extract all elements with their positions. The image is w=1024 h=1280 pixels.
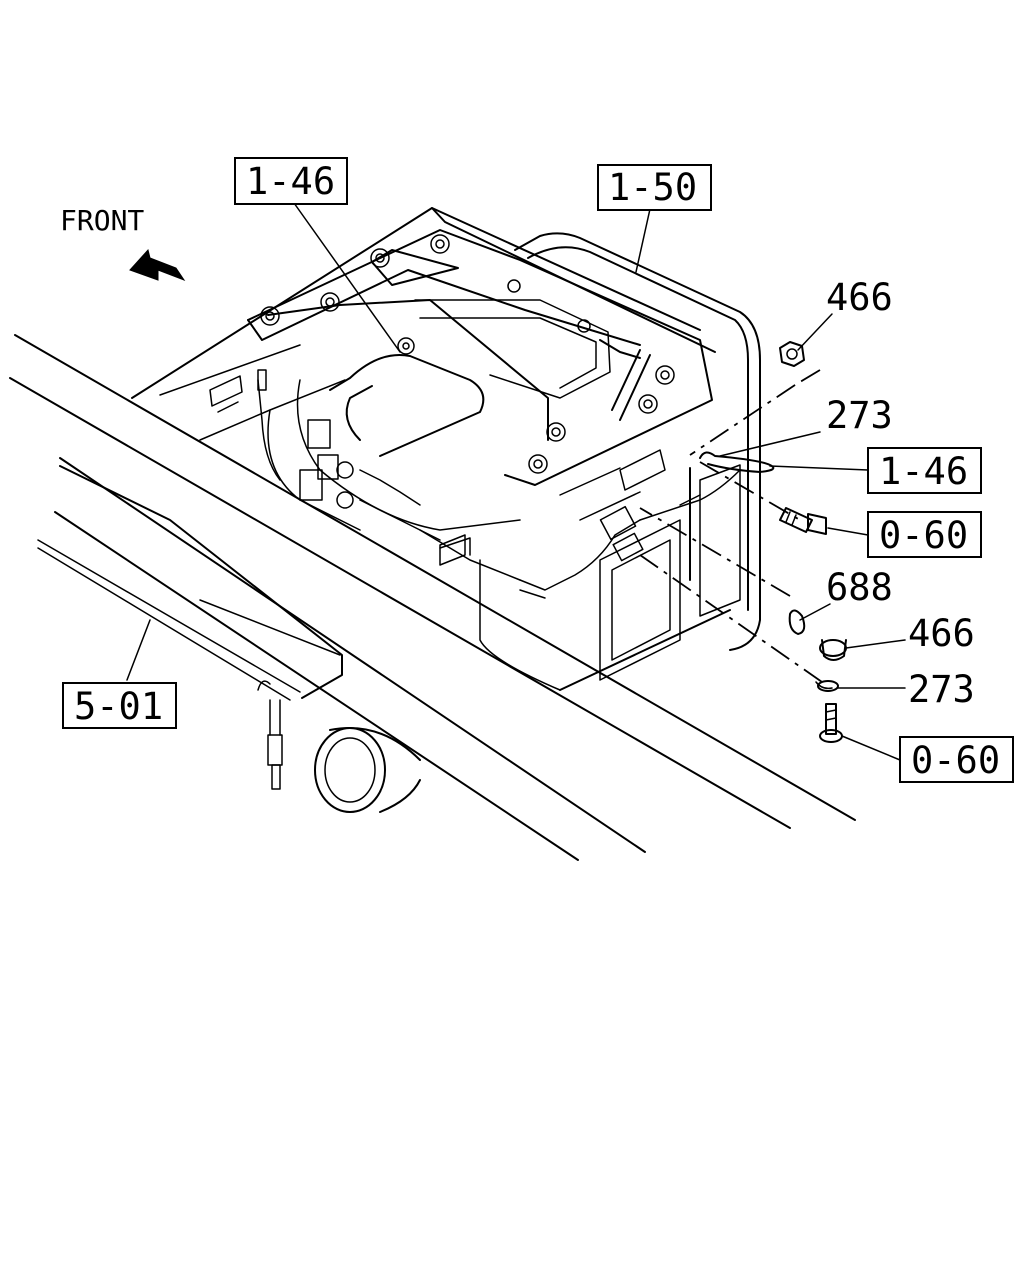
washer-273-bottom (815, 680, 839, 692)
nut-466-top (779, 341, 805, 367)
label-273-top: 273 (826, 394, 893, 437)
callout-1-46-right[interactable]: 1-46 (867, 447, 982, 494)
mounting-bracket (131, 207, 716, 486)
callout-5-01-text: 5-01 (74, 685, 163, 728)
inner-components (209, 354, 741, 599)
tank-body (479, 232, 761, 691)
extension-lines (639, 369, 823, 683)
label-466-top: 466 (826, 276, 893, 319)
bolt-0-60-bottom (819, 703, 843, 743)
nut-466-bottom (819, 639, 847, 661)
clip-688 (788, 609, 806, 635)
label-273-bottom: 273 (908, 668, 975, 711)
callout-1-46-top[interactable]: 1-46 (234, 157, 348, 205)
label-688: 688 (826, 566, 893, 609)
label-466-bottom: 466 (908, 612, 975, 655)
bracket-bolts (260, 234, 675, 474)
front-label: FRONT (60, 204, 144, 237)
callout-1-46-top-text: 1-46 (246, 160, 335, 203)
callout-1-46-right-text: 1-46 (879, 450, 968, 493)
frame-rail (9, 334, 856, 861)
bolt-0-60-mid (779, 507, 827, 535)
callout-1-50[interactable]: 1-50 (597, 164, 712, 211)
clip-273-top (699, 451, 775, 473)
callout-1-50-text: 1-50 (608, 166, 697, 209)
callout-5-01[interactable]: 5-01 (62, 682, 177, 729)
front-arrow-icon (129, 248, 186, 282)
callout-0-60-mid[interactable]: 0-60 (867, 511, 982, 558)
callout-0-60-bottom[interactable]: 0-60 (899, 736, 1014, 783)
callout-0-60-bottom-text: 0-60 (911, 739, 1000, 782)
leader-lines (126, 202, 906, 761)
tailpipe (314, 727, 421, 813)
sensor (257, 680, 283, 790)
callout-0-60-mid-text: 0-60 (879, 514, 968, 557)
